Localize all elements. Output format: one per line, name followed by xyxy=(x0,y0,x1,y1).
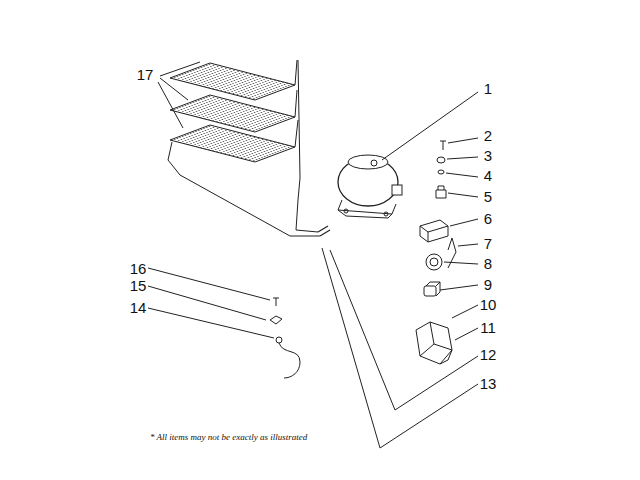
callout-number: 4 xyxy=(484,168,492,183)
callout-number: 9 xyxy=(484,277,492,292)
callout-number: 17 xyxy=(137,67,154,82)
callout-number: 10 xyxy=(480,297,497,312)
callout-number: 11 xyxy=(480,320,496,335)
note-text: * All items may not be exactly as illust… xyxy=(150,433,307,442)
callout-number: 2 xyxy=(484,128,492,143)
callout-number: 1 xyxy=(484,81,492,96)
callout-number: 8 xyxy=(484,256,492,271)
callout-number: 15 xyxy=(130,278,147,293)
callout-number: 13 xyxy=(480,376,497,391)
callout-number: 14 xyxy=(130,300,147,315)
callout-number: 5 xyxy=(484,189,492,204)
callout-number: 16 xyxy=(130,261,147,276)
callout-number: 3 xyxy=(484,148,492,163)
callout-number: 12 xyxy=(480,347,497,362)
callout-number: 7 xyxy=(484,236,492,251)
callout-number: 6 xyxy=(484,211,492,226)
